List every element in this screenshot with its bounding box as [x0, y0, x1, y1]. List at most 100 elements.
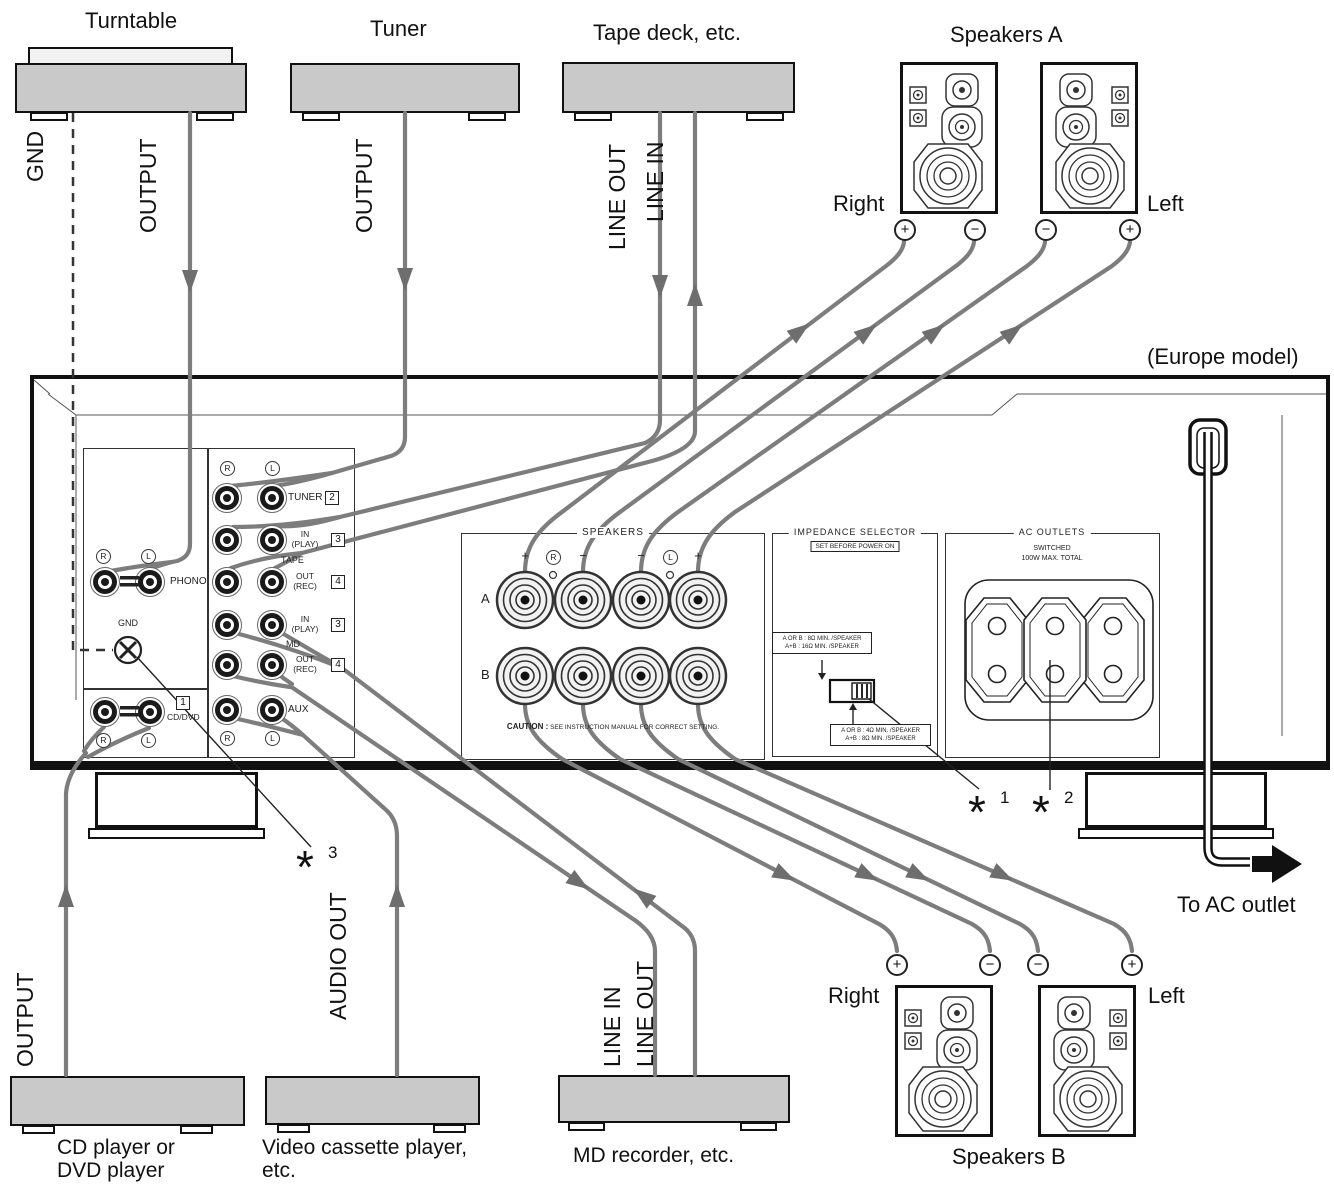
md-line-out-label: LINE OUT [632, 960, 658, 1067]
plus-sign: + [521, 548, 529, 563]
speaker-a-right [900, 62, 998, 214]
ac-plug-arrow-icon [1252, 845, 1302, 883]
cd-player-foot [180, 1125, 213, 1134]
phono-jack-label: PHONO [170, 576, 207, 587]
vcr-foot [277, 1124, 310, 1133]
turntable-body [15, 63, 247, 113]
impedance-top-line: A+B : 16Ω MIN. /SPEAKER [785, 644, 859, 650]
tape-group-label: TAPE [281, 555, 304, 565]
left-channel-mark: L [663, 550, 678, 565]
tape-deck-foot [574, 112, 612, 121]
plus-sign: + [694, 548, 702, 563]
left-channel-mark: L [265, 731, 280, 746]
impedance-bottom-line: A+B : 8Ω MIN. /SPEAKER [845, 736, 916, 742]
plus-terminal: + [894, 219, 916, 241]
ac-outlets-section-box [945, 533, 1160, 758]
gnd-terminal-label: GND [118, 618, 138, 628]
minus-terminal: − [1035, 219, 1057, 241]
tuner-output-label: OUTPUT [351, 138, 377, 233]
plus-terminal: + [1121, 954, 1143, 976]
europe-model-label: (Europe model) [1147, 344, 1299, 369]
tape-out-number-box: 4 [331, 575, 345, 589]
md-out-number-box: 4 [331, 658, 345, 672]
vcr-label: Video cassette player, [262, 1136, 468, 1159]
left-channel-mark: L [141, 733, 156, 748]
caution-note: CAUTION : SEE INSTRUCTION MANUAL FOR COR… [472, 722, 754, 731]
speakers-b-right-label: Right [828, 983, 880, 1008]
tape-out-word: (REC) [293, 580, 317, 591]
minus-terminal: − [979, 954, 1001, 976]
vcr-audio-out-label: AUDIO OUT [325, 892, 351, 1020]
cd-player-label: DVD player [57, 1159, 165, 1182]
tuner-label: Tuner [370, 16, 427, 41]
speaker-a-left [1040, 62, 1138, 214]
md-in-word: (PLAY) [291, 623, 319, 634]
tuner-foot [468, 112, 506, 121]
speakers-section-title: SPEAKERS [577, 527, 649, 538]
tape-line-in-label: LINE IN [642, 141, 668, 222]
vcr-foot [433, 1124, 466, 1133]
left-channel-mark: L [141, 549, 156, 564]
tape-in-label: IN (PLAY) [284, 529, 326, 549]
footnote-star: * [968, 786, 986, 838]
md-out-label: OUT (REC) [284, 654, 326, 674]
cd-player-foot [22, 1125, 55, 1134]
footnote-star: * [296, 841, 314, 893]
caution-word: CAUTION : [506, 722, 549, 731]
amp-foot [1085, 772, 1267, 828]
turntable-output-label: OUTPUT [135, 138, 161, 233]
input-box-divider [83, 688, 207, 690]
cd-output-label: OUTPUT [12, 972, 38, 1067]
vcr-label: etc. [262, 1159, 296, 1182]
aux-jack-label: AUX [288, 704, 309, 715]
impedance-subtitle: SET BEFORE POWER ON [810, 541, 900, 552]
right-channel-mark: R [96, 733, 111, 748]
md-recorder-label: MD recorder, etc. [573, 1144, 735, 1167]
right-channel-mark: R [220, 461, 235, 476]
minus-sign: − [637, 548, 645, 563]
turntable-foot [30, 112, 68, 121]
turntable-foot [196, 112, 234, 121]
md-recorder-foot [568, 1122, 605, 1131]
amp-foot-base [88, 828, 265, 839]
ac-outlets-title: AC OUTLETS [1013, 527, 1091, 537]
speakers-a-title: Speakers A [950, 22, 1063, 47]
impedance-top-setting: A OR B : 8Ω MIN. /SPEAKER A+B : 16Ω MIN.… [772, 632, 872, 654]
footnote-1: 1 [1000, 788, 1010, 807]
impedance-top-line: A OR B : 8Ω MIN. /SPEAKER [782, 636, 862, 642]
right-channel-mark: R [220, 731, 235, 746]
speakers-a-row-label: A [481, 591, 490, 606]
tape-line-out-label: LINE OUT [604, 143, 630, 250]
tape-deck-label: Tape deck, etc. [593, 20, 741, 45]
tape-in-number-box: 3 [331, 533, 345, 547]
vcr-body [265, 1076, 480, 1125]
impedance-bottom-setting: A OR B : 4Ω MIN. /SPEAKER A+B : 8Ω MIN. … [830, 724, 931, 746]
footnote-star: * [1032, 786, 1050, 838]
caution-text: SEE INSTRUCTION MANUAL FOR CORRECT SETTI… [550, 724, 720, 731]
tape-out-label: OUT (REC) [284, 571, 326, 591]
right-channel-mark: R [546, 550, 561, 565]
md-out-word: OUT [296, 654, 314, 664]
minus-sign: − [579, 548, 587, 563]
turntable-label: Turntable [85, 8, 178, 33]
cd-player-body [10, 1076, 245, 1126]
tape-in-word: (PLAY) [291, 538, 319, 549]
speakers-b-title: Speakers B [952, 1144, 1066, 1169]
to-ac-outlet-label: To AC outlet [1177, 892, 1296, 917]
speakers-b-left-label: Left [1148, 983, 1185, 1008]
cd-dvd-jack-label: CD/DVD [167, 712, 200, 722]
gnd-cable-label: GND [22, 130, 48, 182]
tuner-foot [302, 112, 340, 121]
cd-player-label: CD player or [57, 1136, 175, 1159]
ac-outlets-switched: SWITCHED [1033, 545, 1071, 552]
speakers-b-row-label: B [481, 667, 490, 682]
md-recorder-foot [740, 1122, 777, 1131]
md-in-number-box: 3 [331, 618, 345, 632]
right-channel-mark: R [96, 549, 111, 564]
ac-outlets-max: 100W MAX. TOTAL [1021, 555, 1083, 562]
impedance-bottom-line: A OR B : 4Ω MIN. /SPEAKER [841, 728, 920, 734]
footnote-3: 3 [328, 843, 338, 862]
tuner-number-box: 2 [325, 491, 339, 505]
amp-foot-base [1078, 828, 1274, 839]
